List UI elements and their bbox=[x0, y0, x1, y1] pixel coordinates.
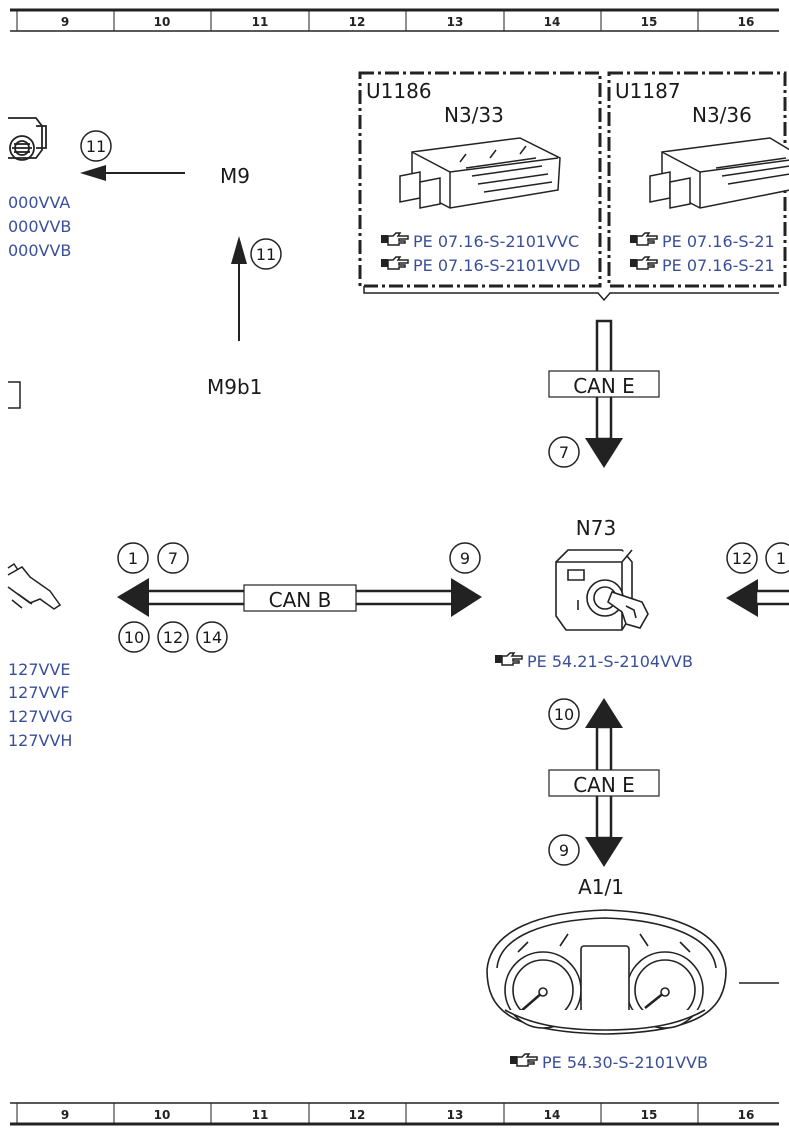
ref-left-mid-4[interactable]: 127VVH bbox=[8, 731, 72, 750]
group-bracket bbox=[363, 286, 779, 302]
ref-left-3[interactable]: 000VVB bbox=[8, 241, 71, 260]
left-partial-connector bbox=[8, 381, 21, 409]
ruler-col-12: 12 bbox=[349, 15, 366, 29]
marker-can-e-top: 7 bbox=[559, 443, 569, 462]
n73-component: N73 PE 54.21-S-2104VVB bbox=[494, 516, 693, 671]
arrow-up-icon bbox=[231, 236, 247, 264]
label-n73: N73 bbox=[576, 516, 616, 540]
marker-right-12: 12 bbox=[732, 549, 752, 568]
ref-left-1[interactable]: 000VVA bbox=[8, 193, 70, 212]
ruler-col-16: 16 bbox=[738, 1108, 755, 1122]
arrow-down-icon bbox=[585, 438, 623, 468]
a1-1-component: A1/1 PE 54.30-S-2101VVB bbox=[486, 875, 779, 1072]
arrow-up-icon bbox=[585, 698, 623, 728]
ref-n3-36-2[interactable]: PE 07.16-S-21 bbox=[662, 256, 775, 275]
pointing-hand-icon bbox=[494, 652, 523, 666]
label-u1187: U1187 bbox=[615, 79, 681, 103]
arrow-left-icon bbox=[80, 165, 106, 181]
arrow-left-icon bbox=[726, 579, 758, 617]
ref-left-2[interactable]: 000VVB bbox=[8, 217, 71, 236]
ruler-bottom: 9 10 11 12 13 14 15 16 bbox=[10, 1102, 779, 1126]
u1186-frame: U1186 N3/33 PE 07.16-S-2101VVC PE 07.16-… bbox=[358, 71, 602, 288]
ruler-col-16: 16 bbox=[738, 15, 755, 29]
label-u1186: U1186 bbox=[366, 79, 432, 103]
ruler-col-11: 11 bbox=[252, 1108, 269, 1122]
ruler-col-9: 9 bbox=[61, 1108, 69, 1122]
ref-n73[interactable]: PE 54.21-S-2104VVB bbox=[527, 652, 693, 671]
marker-can-b-1: 1 bbox=[128, 549, 138, 568]
label-m9: M9 bbox=[220, 164, 250, 188]
u1187-frame: U1187 N3/36 PE 07.16-S-21 PE 07.16-S-21 bbox=[607, 71, 789, 288]
can-e-bottom-bus: CAN E 10 9 bbox=[548, 698, 660, 867]
ignition-switch-icon bbox=[555, 549, 649, 631]
m9b1-signal: 11 M9b1 bbox=[207, 236, 282, 399]
ref-left-mid-2[interactable]: 127VVF bbox=[8, 683, 70, 702]
sensor-icon bbox=[8, 117, 47, 161]
pointing-hand-icon bbox=[380, 256, 409, 270]
label-can-e-top: CAN E bbox=[573, 374, 635, 398]
label-can-e-bottom: CAN E bbox=[573, 773, 635, 797]
ruler-col-14: 14 bbox=[544, 1108, 561, 1122]
marker-can-e-bottom-9: 9 bbox=[559, 841, 569, 860]
marker-can-b-7: 7 bbox=[168, 549, 178, 568]
marker-m9b1: 11 bbox=[256, 245, 276, 264]
pointing-hand-icon bbox=[629, 256, 658, 270]
ruler-col-10: 10 bbox=[154, 15, 171, 29]
ref-n3-33-2[interactable]: PE 07.16-S-2101VVD bbox=[413, 256, 580, 275]
pointing-hand-icon bbox=[509, 1053, 538, 1067]
arrow-right-icon bbox=[451, 578, 482, 617]
label-n3-33: N3/33 bbox=[444, 103, 504, 127]
can-b-bus: CAN B 1 7 10 12 14 9 bbox=[117, 542, 482, 653]
connector-module-icon bbox=[7, 562, 62, 610]
ruler-col-9: 9 bbox=[61, 15, 69, 29]
marker-can-e-bottom-10: 10 bbox=[554, 705, 574, 724]
marker-can-b-12: 12 bbox=[163, 628, 183, 647]
marker-m9: 11 bbox=[86, 137, 106, 156]
marker-can-b-10: 10 bbox=[124, 628, 144, 647]
ruler-col-12: 12 bbox=[349, 1108, 366, 1122]
ruler-col-13: 13 bbox=[447, 1108, 464, 1122]
ruler-col-15: 15 bbox=[641, 15, 658, 29]
pointing-hand-icon bbox=[380, 232, 409, 246]
ruler-col-11: 11 bbox=[252, 15, 269, 29]
left-partial-module: 127VVE 127VVF 127VVG 127VVH bbox=[7, 562, 73, 750]
marker-can-b-14: 14 bbox=[202, 628, 222, 647]
ecu-module-icon bbox=[399, 137, 561, 209]
ref-n3-33-1[interactable]: PE 07.16-S-2101VVC bbox=[413, 232, 579, 251]
arrow-left-icon bbox=[117, 578, 149, 617]
ruler-col-13: 13 bbox=[447, 15, 464, 29]
ruler-col-14: 14 bbox=[544, 15, 561, 29]
ref-left-mid-3[interactable]: 127VVG bbox=[8, 707, 73, 726]
marker-can-b-9: 9 bbox=[460, 549, 470, 568]
ruler-col-10: 10 bbox=[154, 1108, 171, 1122]
ref-n3-36-1[interactable]: PE 07.16-S-21 bbox=[662, 232, 775, 251]
pointing-hand-icon bbox=[629, 232, 658, 246]
ruler-top: 9 10 11 12 13 14 15 16 bbox=[10, 8, 779, 32]
ecu-module-icon bbox=[649, 137, 789, 209]
instrument-cluster-icon bbox=[486, 909, 727, 1035]
label-n3-36: N3/36 bbox=[692, 103, 752, 127]
m9-signal: 11 M9 bbox=[80, 130, 250, 188]
ref-a1-1[interactable]: PE 54.30-S-2101VVB bbox=[542, 1053, 708, 1072]
can-e-top-bus: CAN E 7 bbox=[548, 319, 660, 468]
left-partial-sensor: 000VVA 000VVB 000VVB bbox=[8, 117, 71, 260]
label-m9b1: M9b1 bbox=[207, 375, 262, 399]
label-can-b: CAN B bbox=[269, 588, 332, 612]
arrow-down-icon bbox=[585, 837, 623, 867]
ruler-col-15: 15 bbox=[641, 1108, 658, 1122]
ref-left-mid-1[interactable]: 127VVE bbox=[8, 660, 71, 679]
marker-right-1: 1 bbox=[776, 549, 786, 568]
right-edge-bus: 12 1 bbox=[726, 542, 789, 617]
label-a1-1: A1/1 bbox=[578, 875, 624, 899]
